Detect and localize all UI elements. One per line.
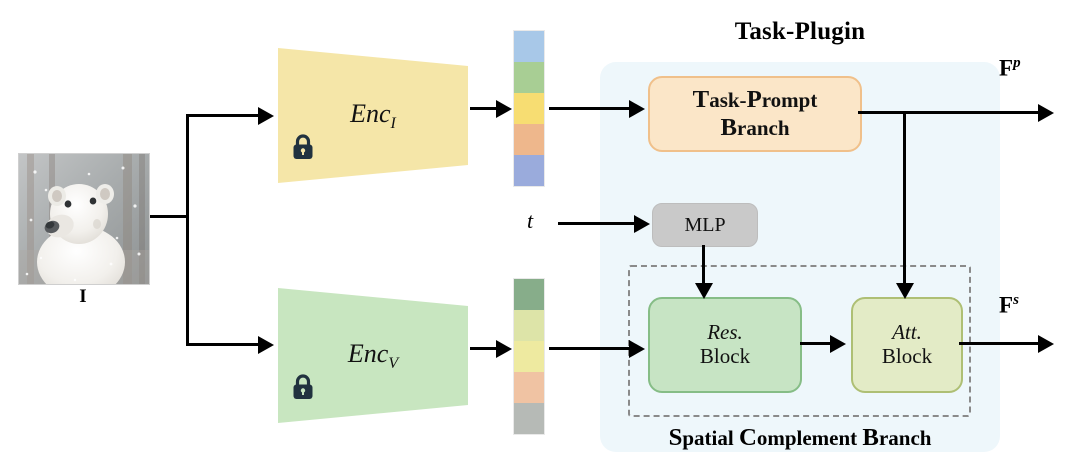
connector-res-to-att [800, 342, 832, 345]
arrowhead [896, 283, 914, 299]
connector-to-enc-image [186, 114, 260, 117]
connector-prompt-output [858, 111, 1044, 114]
feature-segment [514, 155, 544, 186]
connector-strip-to-res [549, 347, 629, 350]
feature-segment [514, 372, 544, 403]
feature-segment [514, 403, 544, 434]
encoder-visual-label: EncV [347, 338, 399, 372]
task-plugin-title: Task-Plugin [734, 18, 866, 45]
input-image [18, 153, 150, 285]
connector-prompt-to-att [903, 111, 906, 285]
feature-strip-visual [513, 278, 545, 435]
connector-t-to-mlp [558, 222, 636, 225]
connector-att-output [959, 342, 1044, 345]
res-block: Res. Block [648, 297, 802, 393]
lock-icon [293, 134, 313, 159]
feature-segment [514, 279, 544, 310]
res-block-label: Res. Block [699, 320, 751, 368]
feature-strip-image [513, 30, 545, 187]
encoder-image-trapezoid [278, 48, 468, 183]
lock-icon [293, 374, 313, 399]
output-spatial-feature-label: Fs [999, 292, 1019, 318]
connector-split-vertical [186, 114, 189, 346]
output-prompt-feature-label: Fp [999, 55, 1021, 81]
feature-segment [514, 310, 544, 341]
spatial-complement-branch-label: Spatial Complement Branch [668, 424, 932, 451]
task-prompt-branch-label: Task-Prompt Branch [692, 86, 818, 141]
arrowhead [496, 100, 512, 118]
task-prompt-branch-block: Task-Prompt Branch [648, 76, 862, 152]
connector-mlp-to-res [702, 245, 705, 285]
encoder-image-block: EncI [278, 48, 468, 183]
connector-strip-to-prompt [549, 107, 629, 110]
arrowhead [629, 340, 645, 358]
feature-segment [514, 31, 544, 62]
att-block: Att. Block [851, 297, 963, 393]
arrowhead [695, 283, 713, 299]
mlp-label: MLP [684, 213, 726, 236]
arrowhead [830, 335, 846, 353]
arrowhead [1038, 104, 1054, 122]
feature-segment [514, 62, 544, 93]
arrowhead [1038, 335, 1054, 353]
feature-segment [514, 124, 544, 155]
connector-enc-image-to-strip [470, 107, 498, 110]
mlp-block: MLP [652, 203, 758, 247]
feature-segment [514, 341, 544, 372]
connector-to-enc-visual [186, 343, 260, 346]
feature-segment [514, 93, 544, 124]
arrowhead [258, 107, 274, 125]
encoder-visual-trapezoid [278, 288, 468, 423]
att-block-label: Att. Block [881, 320, 933, 368]
connector-enc-visual-to-strip [470, 347, 498, 350]
encoder-visual-block: EncV [278, 288, 468, 423]
timestep-label: t [527, 208, 534, 233]
arrowhead [496, 340, 512, 358]
arrowhead [629, 100, 645, 118]
connector-image-out [150, 215, 188, 218]
input-label: I [79, 286, 87, 307]
encoder-image-label: EncI [350, 98, 396, 132]
arrowhead [634, 215, 650, 233]
arrowhead [258, 336, 274, 354]
